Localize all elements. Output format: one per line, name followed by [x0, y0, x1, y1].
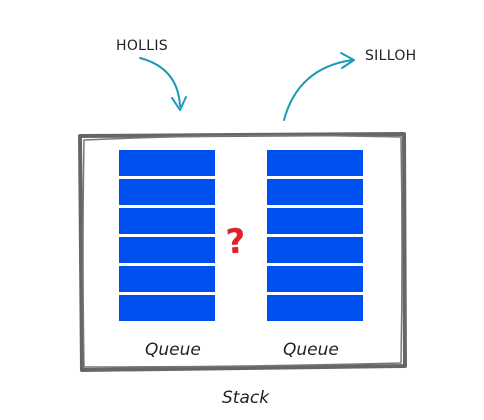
- queue-right-slot: [267, 179, 363, 205]
- stack-frame: [78, 132, 407, 372]
- queue-left-slot: [119, 237, 215, 263]
- queue-right-slot: [267, 237, 363, 263]
- queue-right-slot: [267, 295, 363, 321]
- queue-left-slot: [119, 266, 215, 292]
- queue-left-slot: [119, 208, 215, 234]
- queue-left-slot: [119, 179, 215, 205]
- queue-right-slot: [267, 150, 363, 176]
- output-label: SILLOH: [365, 48, 417, 64]
- queue-left-slot: [119, 150, 215, 176]
- output-arrow: [283, 52, 355, 121]
- queue-right-block: [267, 150, 363, 321]
- queue-right-slot: [267, 266, 363, 292]
- queue-left-slot: [119, 295, 215, 321]
- queue-left-label: Queue: [145, 340, 201, 360]
- queue-right-slot: [267, 208, 363, 234]
- queue-right-label: Queue: [283, 340, 339, 360]
- question-mark: ?: [224, 221, 248, 263]
- stack-label: Stack: [222, 388, 270, 408]
- input-label: HOLLIS: [116, 38, 168, 54]
- queue-left-block: [119, 150, 215, 321]
- input-arrow: [139, 57, 187, 111]
